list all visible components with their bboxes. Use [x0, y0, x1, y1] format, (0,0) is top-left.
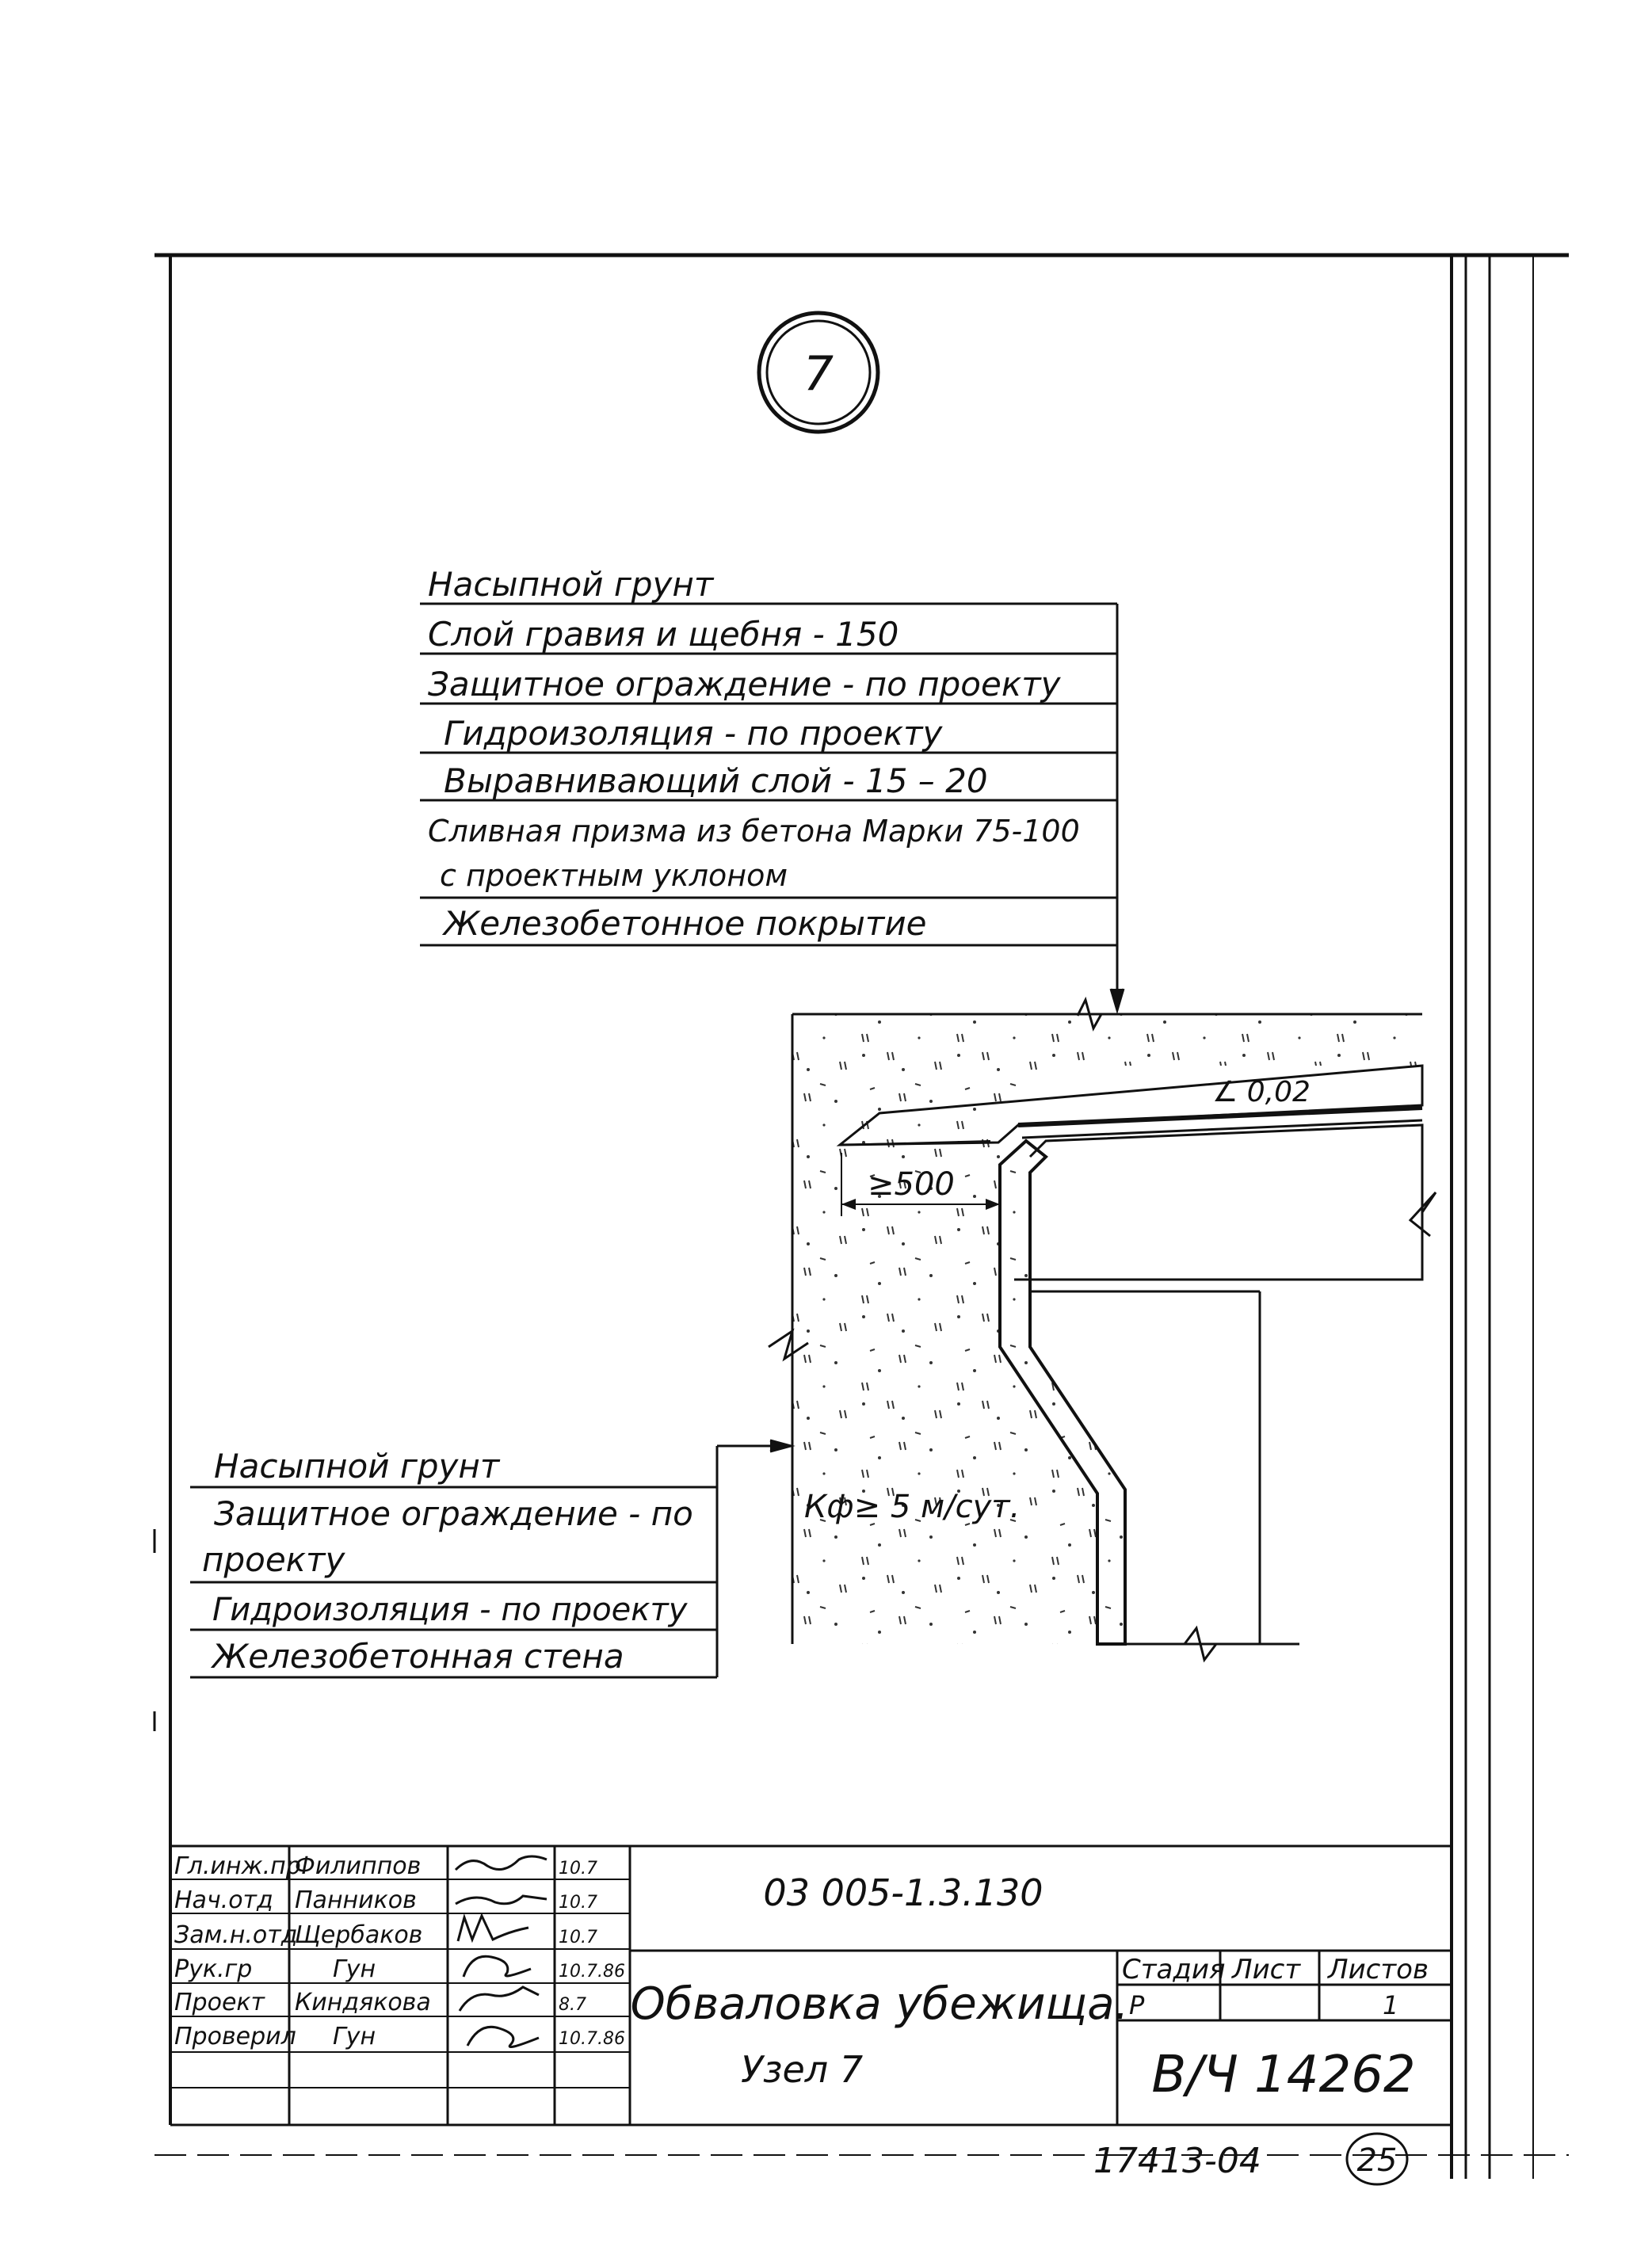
stage-value: Р [1129, 1990, 1145, 2020]
node-badge: 7 [757, 311, 880, 434]
slope-label: ∠ 0,02 [1212, 1076, 1311, 1108]
section-drawing: ≥500 ∠ 0,02 Кф≥ 5 м/сут. [768, 996, 1437, 1663]
sheet-frame [153, 253, 1569, 2179]
sig-date-2: 10.7 [559, 1893, 597, 1913]
sig-date-4: 10.7.86 [559, 1962, 625, 1982]
drainage-prism [836, 1064, 1424, 1146]
roof-layer-6: Сливная призма из бетона Марки 75-100 [428, 814, 1080, 849]
sig-name-1: Филиппов [295, 1852, 421, 1880]
wall-layer-labels: Насыпной грунт Защитное ограждение - по … [202, 1447, 693, 1676]
sig-date-5: 8.7 [559, 1995, 586, 2015]
drawing-subtitle: Узел 7 [741, 2048, 863, 2091]
roof-layer-labels: Насыпной грунт Слой гравия и щебня - 150… [428, 565, 1080, 943]
sig-name-6: Гун [333, 2023, 376, 2050]
sig-name-5: Киндякова [295, 1989, 431, 2016]
sig-date-6: 10.7.86 [559, 2029, 625, 2049]
node-badge-number: 7 [803, 346, 834, 402]
offset-label: ≥500 [868, 1166, 955, 1203]
wall-layer-2: Защитное ограждение - по [214, 1494, 693, 1533]
backfill-soil [792, 1014, 1422, 1644]
roof-slab [1014, 1123, 1424, 1281]
sig-role-4: Рук.гр [174, 1955, 252, 1983]
roof-layer-2: Слой гравия и щебня - 150 [428, 615, 898, 654]
archive-number: 17413-04 [1093, 2141, 1261, 2181]
sig-role-3: Зам.н.отд [174, 1921, 298, 1949]
roof-layer-4: Гидроизоляция - по проекту [444, 714, 944, 753]
wall-layer-1: Насыпной грунт [214, 1447, 501, 1486]
roof-layer-3: Защитное ограждение - по проекту [428, 665, 1062, 704]
sig-role-2: Нач.отд [174, 1886, 273, 1914]
page-number: 25 [1357, 2142, 1398, 2179]
wall-layer-3: проекту [202, 1540, 345, 1579]
roof-layer-5: Выравнивающий слой - 15 – 20 [444, 761, 988, 800]
sheets-value: 1 [1383, 1990, 1398, 2020]
roof-layer-8: Железобетонное покрытие [441, 904, 926, 943]
sig-role-6: Проверил [174, 2023, 296, 2050]
sig-role-5: Проект [174, 1989, 266, 2016]
sig-role-1: Гл.инж.пр. [174, 1852, 308, 1880]
filtration-label: Кф≥ 5 м/сут. [804, 1489, 1020, 1525]
sig-name-3: Щербаков [295, 1921, 422, 1949]
wall-layer-callout [190, 1439, 795, 1679]
footer: 17413-04 25 [1093, 2132, 1409, 2186]
drawing-title: Обваловка убежища. [631, 1978, 1129, 2030]
organization: В/Ч 14262 [1151, 2046, 1415, 2104]
roof-layer-7: с проектным уклоном [440, 858, 788, 893]
sheets-header: Листов [1326, 1954, 1429, 1985]
sig-date-3: 10.7 [559, 1928, 597, 1947]
sig-name-4: Гун [333, 1955, 376, 1983]
stage-header: Стадия [1122, 1954, 1225, 1985]
sheet-header: Лист [1230, 1954, 1301, 1985]
title-block: Гл.инж.пр. Филиппов 10.7 Нач.отд Паннико… [170, 1844, 1452, 2127]
wall-layer-5: Железобетонная стена [210, 1637, 624, 1676]
sig-date-1: 10.7 [559, 1859, 597, 1879]
sig-name-2: Панников [295, 1886, 417, 1914]
wall-layer-4: Гидроизоляция - по проекту [212, 1592, 689, 1628]
doc-code: 03 005-1.3.130 [763, 1871, 1043, 1914]
roof-layer-callout [420, 602, 1125, 1015]
roof-layer-1: Насыпной грунт [428, 565, 715, 604]
signature-marks [454, 1855, 547, 2049]
